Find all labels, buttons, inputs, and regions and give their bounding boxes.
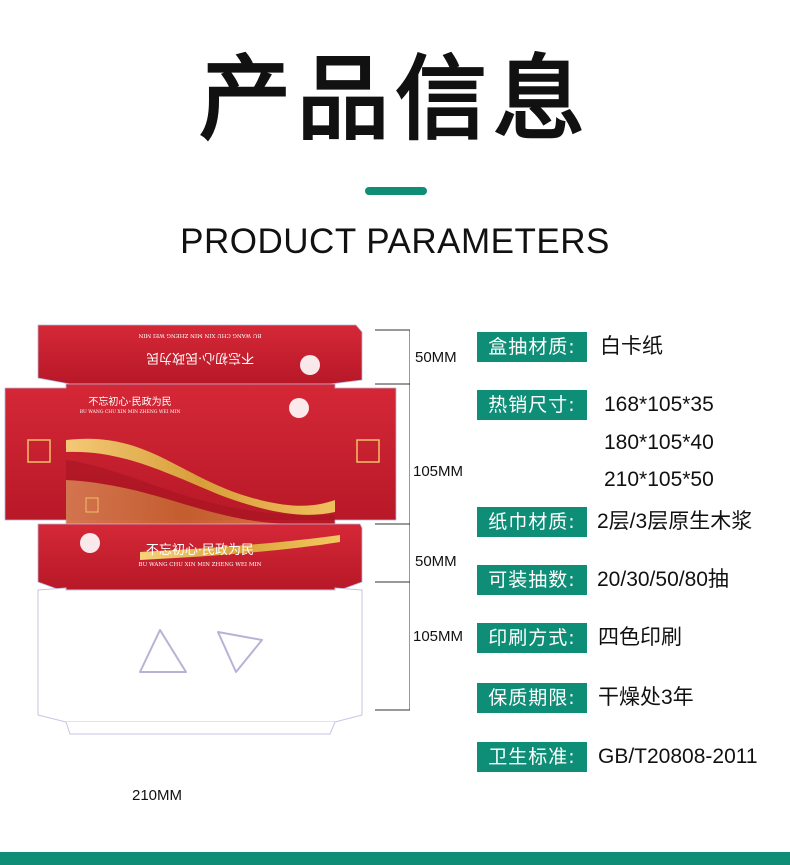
height-dimension-lines [375, 329, 410, 711]
top-flap [37, 324, 363, 385]
param-value-size-2: 180*105*40 [604, 431, 714, 454]
box-dieline-diagram: 不忘初心·民政为民 BU WANG CHU XIN MIN ZHENG WEI … [4, 324, 410, 735]
param-value-box-material: 白卡纸 [600, 335, 663, 358]
top-face-pinyin: BU WANG CHU XIN MIN ZHENG WEI MIN [80, 409, 181, 415]
dim-bottom-face: 105MM [413, 628, 464, 645]
dim-front-face: 50MM [415, 553, 457, 570]
param-label-tissue-material: 纸巾材质: [477, 507, 587, 537]
dim-top-flap: 50MM [415, 349, 457, 366]
dim-width: 210MM [132, 787, 183, 804]
param-label-sizes: 热销尺寸: [477, 390, 587, 420]
param-label-printing: 印刷方式: [477, 623, 587, 653]
param-value-tissue-material: 2层/3层原生木浆 [597, 510, 753, 533]
top-face-slogan: 不忘初心·民政为民 [88, 395, 171, 408]
title-divider [365, 187, 427, 195]
dispenser-cutout-left [139, 629, 187, 673]
param-value-printing: 四色印刷 [598, 626, 682, 649]
dispenser-cutout-right [217, 631, 263, 673]
front-face-pinyin: BU WANG CHU XIN MIN ZHENG WEI MIN [139, 562, 262, 568]
top-flap-pinyin: BU WANG CHU XIN MIN ZHENG WEI MIN [138, 332, 261, 338]
param-value-size-1: 168*105*35 [604, 393, 714, 416]
param-label-hygiene-standard: 卫生标准: [477, 742, 587, 772]
param-value-shelf-life: 干燥处3年 [598, 686, 694, 709]
page-title: 产品信息 [198, 46, 591, 153]
dim-top-face: 105MM [413, 463, 464, 480]
footer-bar [0, 852, 790, 865]
param-label-box-material: 盒抽材质: [477, 332, 587, 362]
front-face-slogan: 不忘初心·民政为民 [146, 543, 254, 558]
param-value-size-3: 210*105*50 [604, 468, 714, 491]
bottom-face-panel [37, 587, 363, 723]
page-subtitle: PRODUCT PARAMETERS [180, 222, 610, 261]
param-value-sheet-count: 20/30/50/80抽 [597, 568, 729, 591]
front-face-panel [37, 523, 363, 591]
top-flap-slogan: 不忘初心·民政为民 [146, 350, 254, 365]
param-label-sheet-count: 可装抽数: [477, 565, 587, 595]
param-label-shelf-life: 保质期限: [477, 683, 587, 713]
param-value-hygiene-standard: GB/T20808-2011 [598, 745, 758, 768]
